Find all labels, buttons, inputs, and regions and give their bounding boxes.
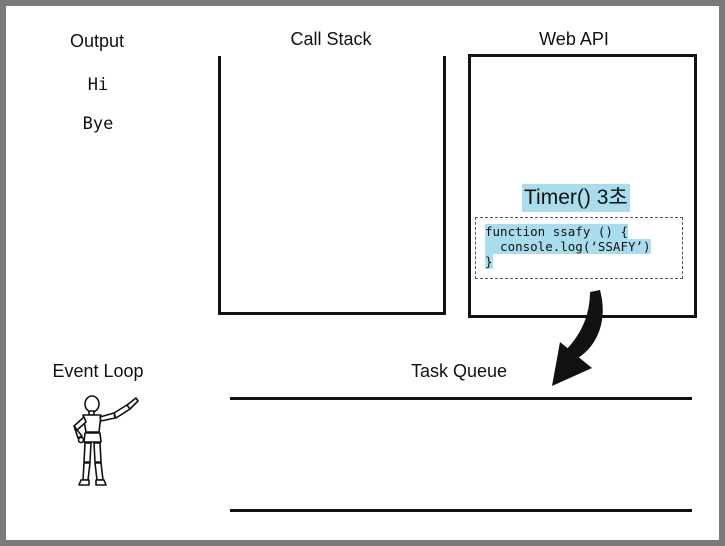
output-line-bye: Bye (82, 114, 114, 134)
web-api-header: Web API (539, 29, 609, 49)
code-line: console.log(‘SSAFY’) (485, 239, 651, 254)
event-loop-figure-icon (73, 395, 139, 486)
task-queue-top-rail (230, 397, 692, 400)
timer-label: Timer() 3초 (522, 184, 630, 212)
event-loop-label: Event Loop (52, 361, 144, 381)
output-line-hi: Hi (87, 75, 109, 95)
call-stack-header: Call Stack (290, 29, 372, 49)
code-line: function ssafy () { (485, 224, 628, 239)
callback-function-box: function ssafy () { console.log(‘SSAFY’)… (475, 217, 683, 279)
output-header: Output (69, 31, 125, 51)
arrow-icon (552, 290, 603, 386)
task-queue-bottom-rail (230, 509, 692, 512)
task-queue-label: Task Queue (410, 361, 508, 381)
call-stack-container (218, 56, 446, 315)
code-line: } (485, 254, 493, 269)
web-api-container (468, 54, 697, 318)
